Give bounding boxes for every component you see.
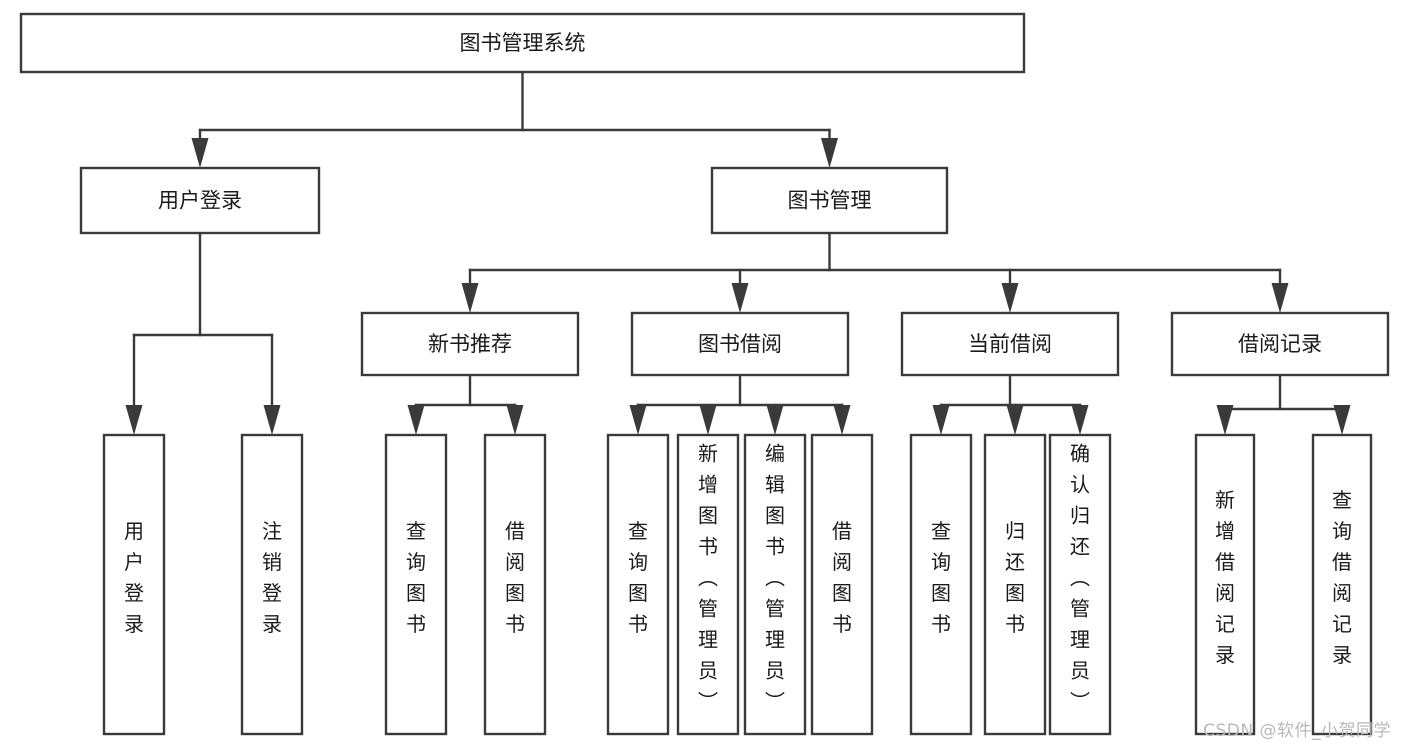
node-new-book-recommend[interactable]: 新书推荐 bbox=[360, 311, 580, 377]
arrow-head-icon bbox=[1006, 405, 1024, 435]
arrow-head-icon bbox=[699, 405, 717, 435]
connector-layer bbox=[125, 70, 1351, 435]
node-label: 用户登录 bbox=[158, 189, 242, 213]
node-box[interactable] bbox=[676, 433, 740, 736]
node-leaf-borrow-book-1[interactable]: 借阅图书 bbox=[483, 433, 547, 736]
arrow-head-icon bbox=[1333, 405, 1351, 435]
node-box[interactable] bbox=[483, 433, 547, 736]
node-label: 查询图书 bbox=[931, 519, 951, 636]
node-book-borrow[interactable]: 图书借阅 bbox=[630, 311, 850, 377]
node-leaf-user-login[interactable]: 用户登录 bbox=[102, 433, 166, 736]
node-leaf-logout[interactable]: 注销登录 bbox=[240, 433, 304, 736]
arrow-head-icon bbox=[1071, 405, 1089, 435]
connector-group-book-borrow bbox=[629, 373, 851, 435]
node-box[interactable] bbox=[360, 311, 580, 377]
node-layer: 图书管理系统用户登录图书管理新书推荐图书借阅当前借阅借阅记录用户登录注销登录查询… bbox=[19, 12, 1390, 736]
node-book-manage[interactable]: 图书管理 bbox=[710, 166, 949, 235]
node-user-login[interactable]: 用户登录 bbox=[79, 166, 321, 235]
arrow-head-icon bbox=[506, 405, 524, 435]
node-leaf-query-book-2[interactable]: 查询图书 bbox=[606, 433, 670, 736]
node-label: 用户登录 bbox=[124, 519, 144, 636]
node-box[interactable] bbox=[630, 311, 850, 377]
connector-group-current-borrow bbox=[932, 373, 1089, 435]
node-label: 注销登录 bbox=[262, 519, 282, 636]
node-label: 新增图书︵管理员︶ bbox=[698, 442, 718, 714]
node-box[interactable] bbox=[240, 433, 304, 736]
node-leaf-add-book[interactable]: 新增图书︵管理员︶ bbox=[676, 433, 740, 736]
node-box[interactable] bbox=[1170, 311, 1390, 377]
node-current-borrow[interactable]: 当前借阅 bbox=[900, 311, 1120, 377]
node-leaf-return-book[interactable]: 归还图书 bbox=[983, 433, 1047, 736]
node-label: 查询借阅记录 bbox=[1332, 488, 1352, 667]
node-leaf-confirm-return[interactable]: 确认归还︵管理员︶ bbox=[1048, 433, 1112, 736]
node-box[interactable] bbox=[909, 433, 973, 736]
node-label: 借阅图书 bbox=[505, 519, 525, 636]
node-leaf-add-record[interactable]: 新增借阅记录 bbox=[1194, 433, 1256, 736]
node-label: 新书推荐 bbox=[428, 332, 512, 356]
connector-group-borrow-record bbox=[1216, 373, 1351, 435]
arrow-head-icon bbox=[833, 405, 851, 435]
connector-group-root bbox=[191, 70, 838, 168]
node-label: 归还图书 bbox=[1005, 519, 1025, 636]
arrow-head-icon bbox=[932, 405, 950, 435]
node-label: 借阅记录 bbox=[1238, 332, 1322, 356]
node-label: 查询图书 bbox=[406, 519, 426, 636]
node-root[interactable]: 图书管理系统 bbox=[19, 12, 1026, 74]
node-label: 图书借阅 bbox=[698, 332, 782, 356]
node-leaf-query-book-3[interactable]: 查询图书 bbox=[909, 433, 973, 736]
node-box[interactable] bbox=[983, 433, 1047, 736]
node-box[interactable] bbox=[810, 433, 874, 736]
node-box[interactable] bbox=[1048, 433, 1112, 736]
arrow-head-icon bbox=[1271, 283, 1289, 313]
arrow-head-icon bbox=[125, 405, 143, 435]
node-borrow-record[interactable]: 借阅记录 bbox=[1170, 311, 1390, 377]
node-label: 编辑图书︵管理员︶ bbox=[765, 442, 785, 714]
node-box[interactable] bbox=[710, 166, 949, 235]
node-box[interactable] bbox=[79, 166, 321, 235]
arrow-head-icon bbox=[407, 405, 425, 435]
node-leaf-edit-book[interactable]: 编辑图书︵管理员︶ bbox=[743, 433, 807, 736]
node-box[interactable] bbox=[102, 433, 166, 736]
node-label: 图书管理 bbox=[788, 189, 872, 213]
node-label: 查询图书 bbox=[628, 519, 648, 636]
connector-group-new-book-recommend bbox=[407, 373, 524, 435]
node-label: 图书管理系统 bbox=[460, 31, 586, 55]
connector-group-user-login bbox=[125, 231, 281, 435]
node-label: 当前借阅 bbox=[968, 332, 1052, 356]
node-box[interactable] bbox=[1311, 433, 1373, 736]
node-box[interactable] bbox=[1194, 433, 1256, 736]
arrow-head-icon bbox=[191, 138, 209, 168]
arrow-head-icon bbox=[629, 405, 647, 435]
node-leaf-query-record[interactable]: 查询借阅记录 bbox=[1311, 433, 1373, 736]
arrow-head-icon bbox=[821, 138, 838, 168]
node-box[interactable] bbox=[606, 433, 670, 736]
arrow-head-icon bbox=[1216, 405, 1234, 435]
node-label: 新增借阅记录 bbox=[1215, 488, 1235, 667]
arrow-head-icon bbox=[461, 283, 479, 313]
arrow-head-icon bbox=[766, 405, 784, 435]
node-box[interactable] bbox=[743, 433, 807, 736]
node-label: 借阅图书 bbox=[832, 519, 852, 636]
arrow-head-icon bbox=[1001, 283, 1019, 313]
arrow-head-icon bbox=[731, 283, 749, 313]
arrow-head-icon bbox=[263, 405, 281, 435]
node-leaf-borrow-book-2[interactable]: 借阅图书 bbox=[810, 433, 874, 736]
node-box[interactable] bbox=[384, 433, 448, 736]
node-box[interactable] bbox=[19, 12, 1026, 74]
node-box[interactable] bbox=[900, 311, 1120, 377]
node-leaf-query-book-1[interactable]: 查询图书 bbox=[384, 433, 448, 736]
node-label: 确认归还︵管理员︶ bbox=[1070, 442, 1090, 714]
connector-group-book-manage bbox=[461, 231, 1289, 313]
